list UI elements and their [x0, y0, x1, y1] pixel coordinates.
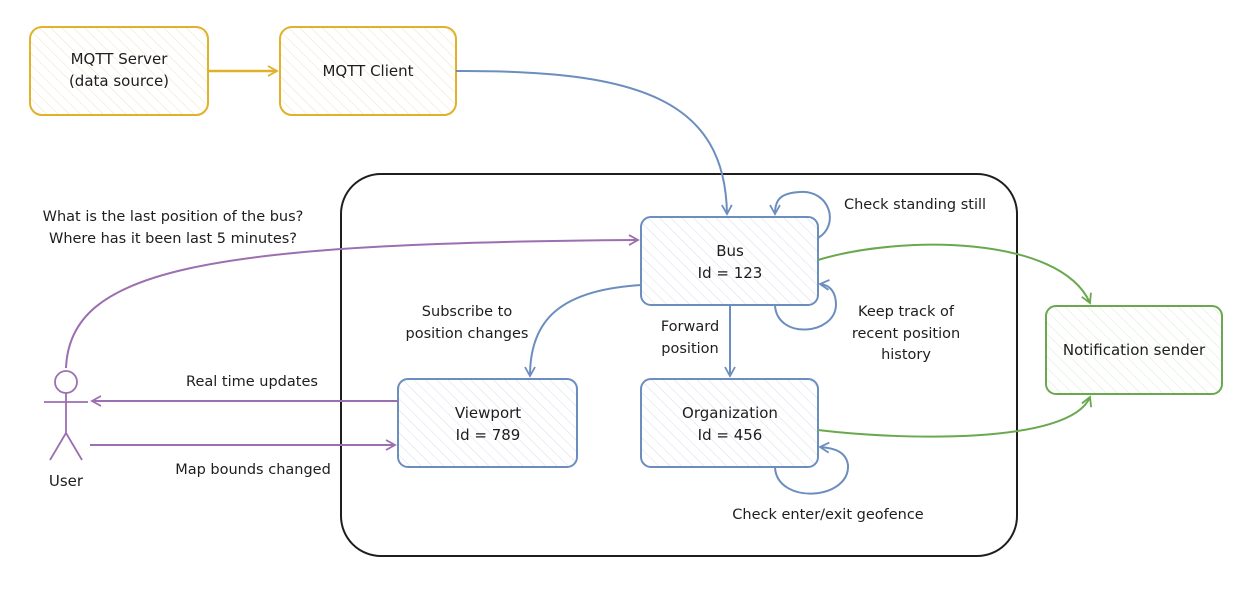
user-label: User — [49, 472, 84, 490]
mqtt-server-node[interactable]: MQTT Server (data source) — [29, 26, 209, 116]
organization-node[interactable]: Organization Id = 456 — [640, 378, 819, 468]
arrow-organization-to-notification — [817, 395, 1093, 438]
loop-geofence — [774, 441, 850, 495]
viewport-id: Id = 789 — [456, 426, 521, 444]
forward-label-2: position — [661, 341, 718, 357]
notification-title: Notification sender — [1063, 341, 1206, 359]
mqtt-client-node[interactable]: MQTT Client — [279, 26, 457, 116]
mqtt-server-subtitle: (data source) — [69, 72, 169, 90]
forward-label-1: Forward — [661, 319, 719, 335]
realtime-updates-label: Real time updates — [186, 374, 318, 390]
arrow-bus-to-notification — [817, 243, 1092, 305]
user-actor-icon — [44, 370, 88, 461]
question-line-2: Where has it been last 5 minutes? — [49, 231, 297, 247]
loop-check-standing — [769, 190, 831, 239]
arrow-bus-to-viewport — [524, 284, 642, 378]
check-standing-label: Check standing still — [844, 197, 986, 213]
bus-node[interactable]: Bus Id = 123 — [640, 216, 819, 306]
question-line-1: What is the last position of the bus? — [43, 209, 304, 225]
keep-track-label-3: history — [881, 347, 931, 363]
subscribe-label-1: Subscribe to — [422, 304, 513, 320]
organization-title: Organization — [682, 404, 778, 422]
keep-track-label-2: recent position — [852, 326, 960, 342]
mqtt-server-title: MQTT Server — [71, 50, 169, 68]
subscribe-label-2: position changes — [406, 326, 529, 342]
organization-id: Id = 456 — [698, 426, 763, 444]
geofence-label: Check enter/exit geofence — [732, 507, 924, 523]
map-bounds-label: Map bounds changed — [175, 462, 331, 478]
notification-sender-node[interactable]: Notification sender — [1045, 305, 1223, 395]
system-boundary — [340, 173, 1018, 557]
arrow-user-to-bus-query — [65, 234, 640, 369]
viewport-node[interactable]: Viewport Id = 789 — [397, 378, 578, 468]
loop-keep-track — [774, 279, 838, 331]
arrow-client-to-bus — [455, 69, 733, 216]
mqtt-client-title: MQTT Client — [322, 62, 413, 80]
bus-title: Bus — [716, 242, 744, 260]
viewport-title: Viewport — [455, 404, 521, 422]
bus-id: Id = 123 — [698, 264, 763, 282]
keep-track-label-1: Keep track of — [858, 304, 955, 320]
